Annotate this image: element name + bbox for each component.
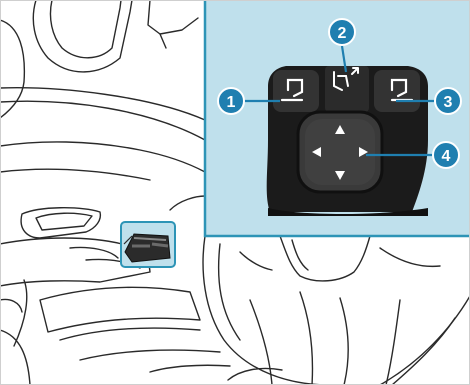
door-handle	[36, 213, 92, 230]
callout-1: 1	[218, 88, 244, 114]
right-mirror-button[interactable]	[374, 70, 420, 112]
steering-wheel-rim	[203, 236, 330, 385]
svg-text:4: 4	[442, 148, 451, 165]
callout-2: 2	[329, 19, 355, 45]
door-handle-recess	[21, 208, 100, 238]
mirror-base	[148, 0, 198, 34]
svg-text:1: 1	[227, 94, 236, 111]
door-top-curve	[0, 20, 24, 118]
callout-4: 4	[433, 142, 459, 168]
left-mirror-button[interactable]	[273, 70, 319, 112]
callout-3: 3	[435, 88, 461, 114]
door-panel-curve-2	[0, 101, 205, 140]
inset-panel: 1 2 3 4	[205, 0, 470, 236]
door-panel-curve-1	[0, 88, 205, 120]
svg-text:3: 3	[444, 94, 453, 111]
door-pocket	[40, 287, 200, 332]
steering-wheel-rim-right	[380, 296, 470, 385]
svg-text:2: 2	[338, 25, 347, 42]
mirror-control-unit	[267, 66, 428, 216]
fold-mirror-button[interactable]	[325, 66, 369, 112]
door-window-inner	[50, 0, 121, 58]
door-window-outline	[33, 0, 132, 72]
door-switch-highlight	[121, 222, 175, 267]
door-panel-curve-3	[0, 142, 205, 172]
